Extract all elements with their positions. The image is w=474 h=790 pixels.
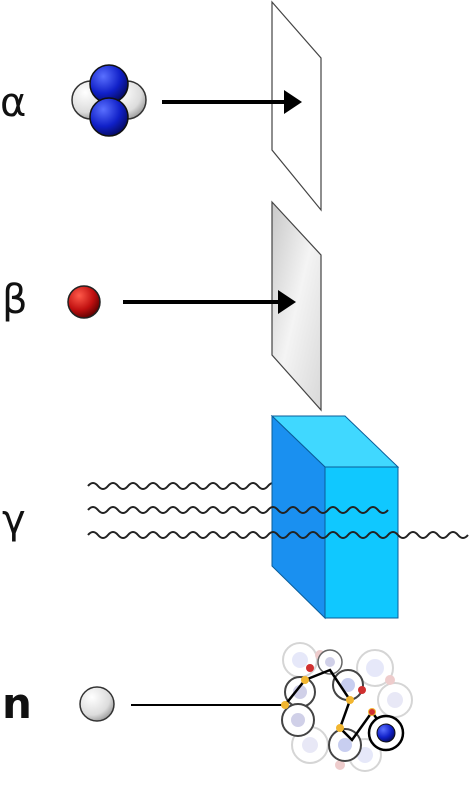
alpha-arrowhead <box>284 90 302 114</box>
neutron-particle-icon <box>79 686 115 722</box>
gamma-wave-1 <box>87 482 299 490</box>
gamma-wave-3 <box>87 531 469 539</box>
alpha-symbol-label: α <box>0 80 26 126</box>
paper-sheet <box>271 0 322 212</box>
beta-arrowhead <box>278 290 296 314</box>
gamma-wave-2 <box>87 506 389 514</box>
hydrogen-rich-material <box>281 642 413 772</box>
lead-block <box>270 414 400 620</box>
beta-particle-icon <box>67 285 101 319</box>
alpha-particle-icon <box>71 64 147 137</box>
neutron-symbol-label: n <box>2 679 32 728</box>
beta-symbol-label: β <box>2 277 28 323</box>
gamma-symbol-label: γ <box>2 497 26 543</box>
